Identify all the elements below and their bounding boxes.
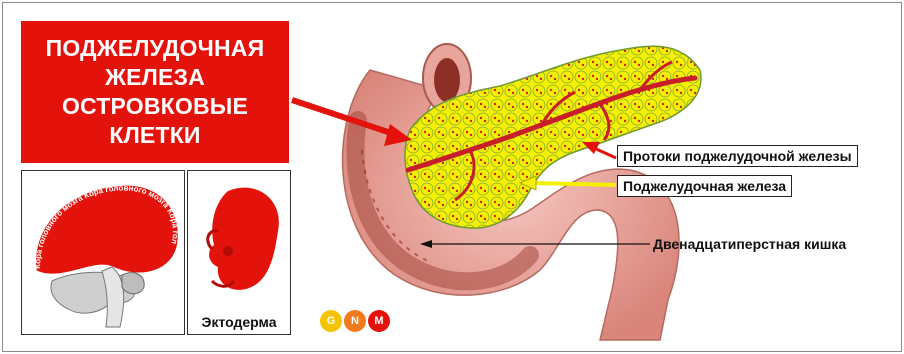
pancreas-arrow-line (532, 183, 616, 185)
duodenum-lumen (434, 58, 460, 102)
ducts-arrow-line (594, 148, 616, 158)
pancreas-label: Поджелудочная железа (617, 175, 792, 197)
ducts-label: Протоки поджелудочной железы (617, 145, 858, 167)
duodenum-label: Двенадцатиперстная кишка (653, 236, 846, 252)
